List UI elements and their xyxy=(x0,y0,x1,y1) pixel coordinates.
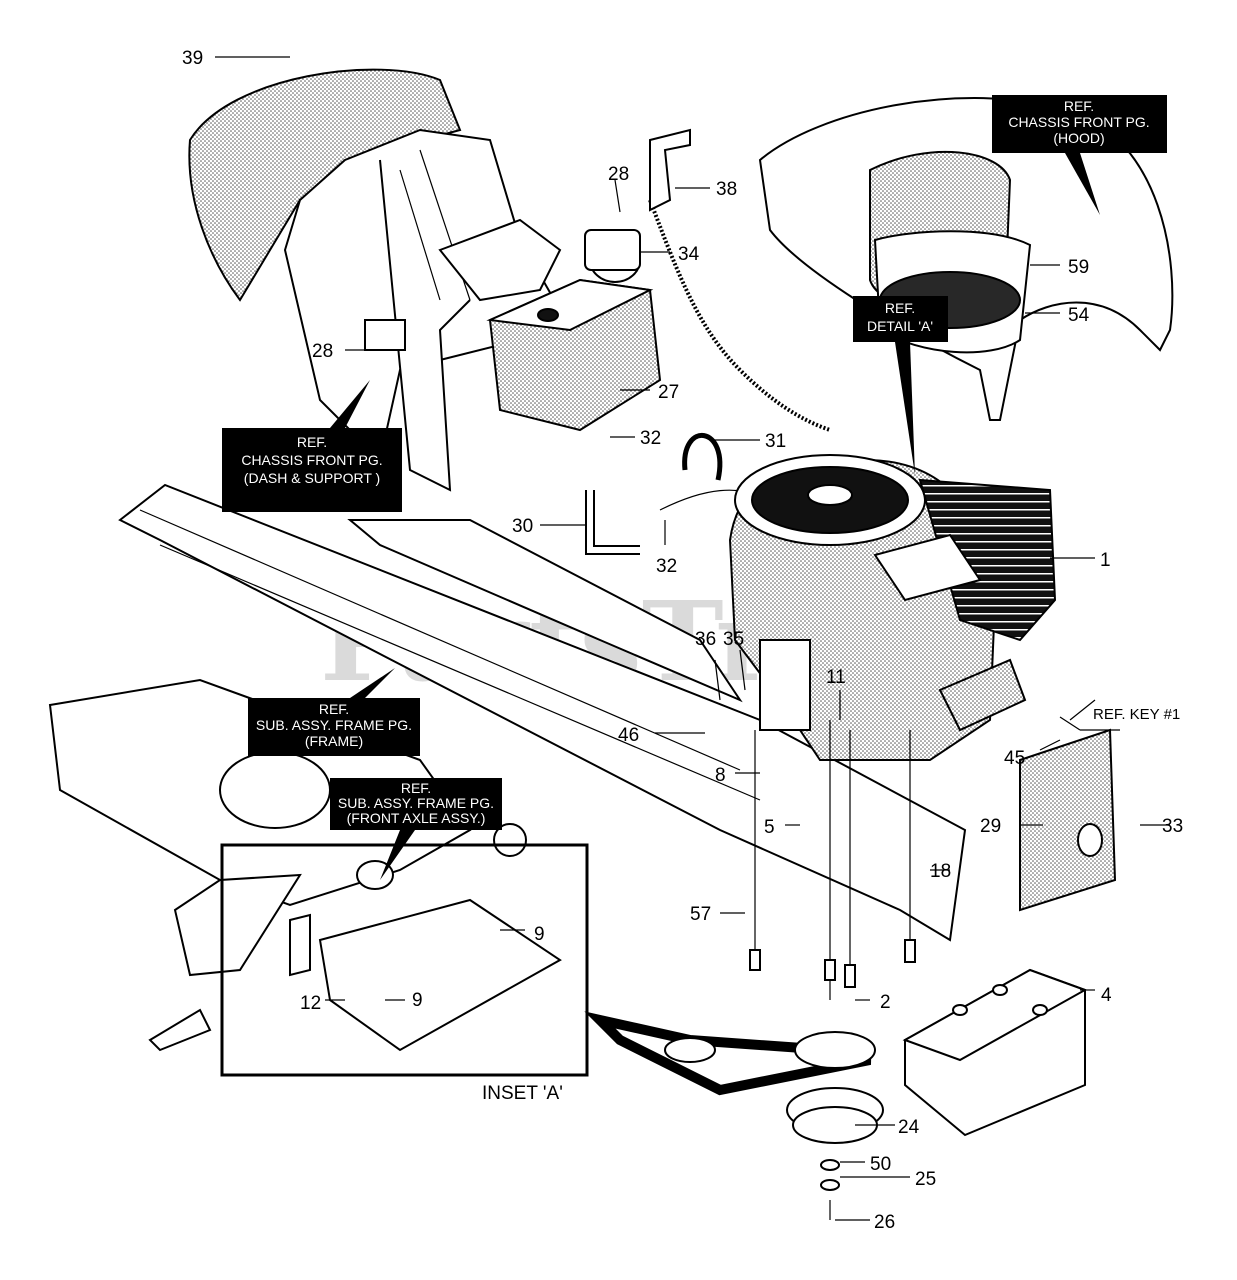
engine-part xyxy=(728,454,1057,761)
hood-part xyxy=(758,97,1174,421)
svg-text:SUB. ASSY. FRAME PG.: SUB. ASSY. FRAME PG. xyxy=(338,795,494,811)
svg-text:(HOOD): (HOOD) xyxy=(1053,130,1104,146)
svg-text:(DASH & SUPPORT ): (DASH & SUPPORT ) xyxy=(244,470,380,486)
callout-54: 54 xyxy=(1068,305,1090,326)
throttle-cable xyxy=(648,199,831,432)
ref-key-bracket xyxy=(1059,716,1120,731)
callout-11: 11 xyxy=(826,667,846,688)
callout-29: 29 xyxy=(980,816,1001,837)
callout-31: 31 xyxy=(765,431,786,452)
fuel-hose-part xyxy=(585,490,640,555)
callout-28: 28 xyxy=(608,164,629,185)
fuel-tank-part xyxy=(486,229,662,432)
callout-35: 35 xyxy=(723,629,744,650)
svg-text:CHASSIS FRONT PG.: CHASSIS FRONT PG. xyxy=(241,452,382,468)
dash-panel-part xyxy=(188,68,562,492)
callout-36: 36 xyxy=(695,629,716,650)
callout-38: 38 xyxy=(716,179,737,200)
callout-33: 33 xyxy=(1162,816,1183,837)
leader-lines xyxy=(215,56,1170,1221)
ref-key-label: REF. KEY #1 xyxy=(1093,706,1180,723)
svg-text:DETAIL 'A': DETAIL 'A' xyxy=(867,318,933,334)
svg-text:(FRAME): (FRAME) xyxy=(305,733,363,749)
engine-bolts xyxy=(749,720,916,1000)
callout-1: 1 xyxy=(1100,550,1111,571)
inset-label: INSET 'A' xyxy=(482,1083,563,1104)
svg-text:REF.: REF. xyxy=(1064,98,1094,114)
skid-plate-part xyxy=(289,898,562,1052)
heat-shield-part xyxy=(1019,728,1117,912)
ref-box-hood: REF. CHASSIS FRONT PG. (HOOD) xyxy=(992,95,1167,215)
callout-57: 57 xyxy=(690,904,711,925)
callout-28: 28 xyxy=(312,341,333,362)
ref-box-front-axle: REF. SUB. ASSY. FRAME PG. (FRONT AXLE AS… xyxy=(330,778,502,880)
callout-2: 2 xyxy=(880,992,891,1013)
svg-text:REF.: REF. xyxy=(319,701,349,717)
callout-9: 9 xyxy=(534,924,545,945)
callout-4: 4 xyxy=(1101,985,1112,1006)
svg-text:SUB. ASSY. FRAME PG.: SUB. ASSY. FRAME PG. xyxy=(256,717,412,733)
svg-text:REF.: REF. xyxy=(401,780,431,796)
callout-32: 32 xyxy=(656,556,677,577)
svg-text:CHASSIS FRONT PG.: CHASSIS FRONT PG. xyxy=(1008,114,1149,130)
callout-25: 25 xyxy=(915,1169,936,1190)
throttle-lever-part xyxy=(649,128,691,212)
svg-text:REF.: REF. xyxy=(885,300,915,316)
belt-pulleys-part xyxy=(584,1011,884,1220)
svg-text:(FRONT AXLE ASSY.): (FRONT AXLE ASSY.) xyxy=(347,810,486,826)
callout-30: 30 xyxy=(512,516,533,537)
callout-59: 59 xyxy=(1068,257,1089,278)
callout-24: 24 xyxy=(898,1117,920,1138)
callout-39: 39 xyxy=(182,48,203,69)
callout-9: 9 xyxy=(412,990,423,1011)
callout-45: 45 xyxy=(1004,748,1025,769)
ref-box-detail-a: REF. DETAIL 'A' xyxy=(853,296,948,475)
svg-text:REF.: REF. xyxy=(297,434,327,450)
ref-box-dash: REF. CHASSIS FRONT PG. (DASH & SUPPORT ) xyxy=(222,380,402,512)
callout-26: 26 xyxy=(874,1212,895,1233)
callout-12: 12 xyxy=(300,993,321,1014)
callout-8: 8 xyxy=(715,765,726,786)
callout-34: 34 xyxy=(678,244,700,265)
ref-box-frame: REF. SUB. ASSY. FRAME PG. (FRAME) xyxy=(248,668,420,756)
callout-50: 50 xyxy=(870,1154,891,1175)
frame-rail-part xyxy=(118,483,967,942)
callout-27: 27 xyxy=(658,382,679,403)
callout-32: 32 xyxy=(640,428,661,449)
callout-46: 46 xyxy=(618,725,639,746)
callout-18: 18 xyxy=(930,861,951,882)
callout-5: 5 xyxy=(764,817,775,838)
muffler-part xyxy=(902,968,1088,1137)
fuel-line-loop xyxy=(682,432,723,481)
